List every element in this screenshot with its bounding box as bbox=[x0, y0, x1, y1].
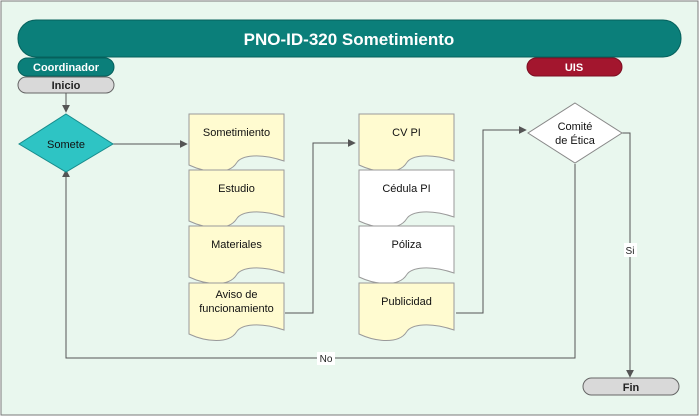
connector-aviso-to-cvpi bbox=[285, 139, 356, 314]
role-tab-coordinador bbox=[17, 57, 115, 77]
documents_col2-item-0: CV PI bbox=[358, 113, 455, 172]
document-label: Cédula PI bbox=[382, 183, 430, 195]
document-label: Póliza bbox=[392, 239, 423, 251]
yes-label-bg bbox=[624, 243, 637, 257]
document-label: Publicidad bbox=[381, 296, 432, 308]
document-label: CV PI bbox=[392, 127, 421, 139]
decision-comite bbox=[527, 102, 623, 164]
end-terminal-label: Fin bbox=[623, 382, 640, 394]
document-shape bbox=[188, 113, 285, 172]
document-shape bbox=[358, 169, 455, 228]
role-label-uis: UIS bbox=[565, 62, 583, 74]
decision-somete-label: Somete bbox=[47, 139, 85, 151]
document-shape bbox=[358, 225, 455, 284]
documents_col2-item-1: Cédula PI bbox=[358, 169, 455, 228]
start-terminal-label: Inicio bbox=[52, 80, 81, 92]
documents_col1-item-3: Aviso de funcionamiento bbox=[188, 282, 285, 341]
role-tab-uis bbox=[526, 57, 623, 77]
document-label: Materiales bbox=[211, 239, 262, 251]
documents_col2-item-2: Póliza bbox=[358, 225, 455, 284]
document-shape bbox=[188, 225, 285, 284]
document-label: Sometimiento bbox=[203, 127, 270, 139]
decision-somete bbox=[18, 113, 114, 173]
connector-publicidad-to-comite bbox=[456, 126, 527, 314]
decision-comite-label-line2: de Ética bbox=[555, 134, 596, 147]
document-label: Estudio bbox=[218, 183, 255, 195]
decision-comite-label-line1: Comité bbox=[558, 121, 593, 133]
title-bar bbox=[17, 19, 682, 58]
document-shape bbox=[188, 169, 285, 228]
document-label: funcionamiento bbox=[199, 303, 274, 315]
page-title: PNO-ID-320 Sometimiento bbox=[244, 30, 455, 49]
document-shape bbox=[358, 113, 455, 172]
role-label-coordinador: Coordinador bbox=[33, 62, 100, 74]
document-shape bbox=[358, 282, 455, 341]
documents_col1-item-2: Materiales bbox=[188, 225, 285, 284]
documents_col1-item-1: Estudio bbox=[188, 169, 285, 228]
connector-comite-yes-to-fin bbox=[622, 132, 634, 378]
no-label: No bbox=[320, 354, 333, 365]
yes-label: Si bbox=[626, 246, 635, 257]
document-label: Aviso de bbox=[216, 289, 258, 301]
no-label-bg bbox=[317, 352, 335, 365]
documents_col2-item-3: Publicidad bbox=[358, 282, 455, 341]
document-shape bbox=[188, 282, 285, 341]
documents_col1-item-0: Sometimiento bbox=[188, 113, 285, 172]
end-terminal bbox=[582, 377, 680, 396]
